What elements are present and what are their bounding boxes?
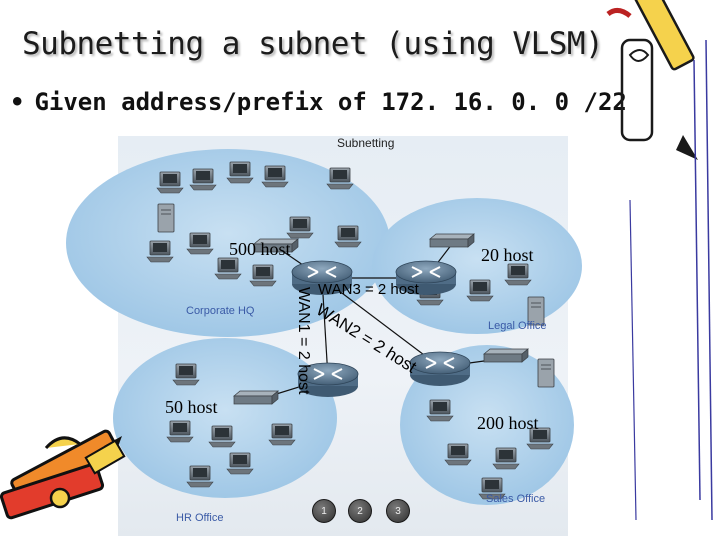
hq-hosts-label: 500 host — [229, 239, 291, 259]
wan1-label: WAN1 = 2 host — [295, 287, 312, 395]
pencils-clipart-icon — [0, 429, 126, 520]
site-label-sales-office: Sales Office — [486, 493, 546, 505]
pencil-clipart-icon — [606, 0, 698, 160]
page-button-2[interactable]: 2 — [348, 499, 372, 523]
diagram-header: Subnetting — [337, 136, 395, 150]
hr-hosts-label: 50 host — [165, 397, 218, 417]
switch-icon — [483, 348, 529, 363]
slide-bullet: • Given address/prefix of 172. 16. 0. 0 /… — [10, 88, 627, 116]
router-sales-icon — [409, 351, 471, 387]
legal-hosts-label: 20 host — [481, 245, 534, 265]
server-icon — [537, 358, 555, 388]
notepad-clipart-icon — [620, 38, 713, 521]
bullet-dot: • — [10, 88, 25, 116]
site-label-corporate-hq: Corporate HQ — [186, 305, 255, 317]
slide-title: Subnetting a subnet (using VLSM) — [22, 26, 604, 62]
page-button-1[interactable]: 1 — [312, 499, 336, 523]
bullet-text: Given address/prefix of 172. 16. 0. 0 /2… — [34, 88, 627, 116]
switch-icon — [429, 233, 475, 248]
hr-office-bubble — [113, 338, 337, 498]
server-icon — [157, 203, 175, 233]
sales-hosts-label: 200 host — [477, 413, 539, 433]
wan3-label: WAN3 = 2 host — [318, 281, 419, 298]
page-button-3[interactable]: 3 — [386, 499, 410, 523]
site-label-legal-office: Legal Office — [488, 320, 547, 332]
switch-icon — [233, 390, 279, 405]
site-label-hr-office: HR Office — [176, 512, 224, 524]
